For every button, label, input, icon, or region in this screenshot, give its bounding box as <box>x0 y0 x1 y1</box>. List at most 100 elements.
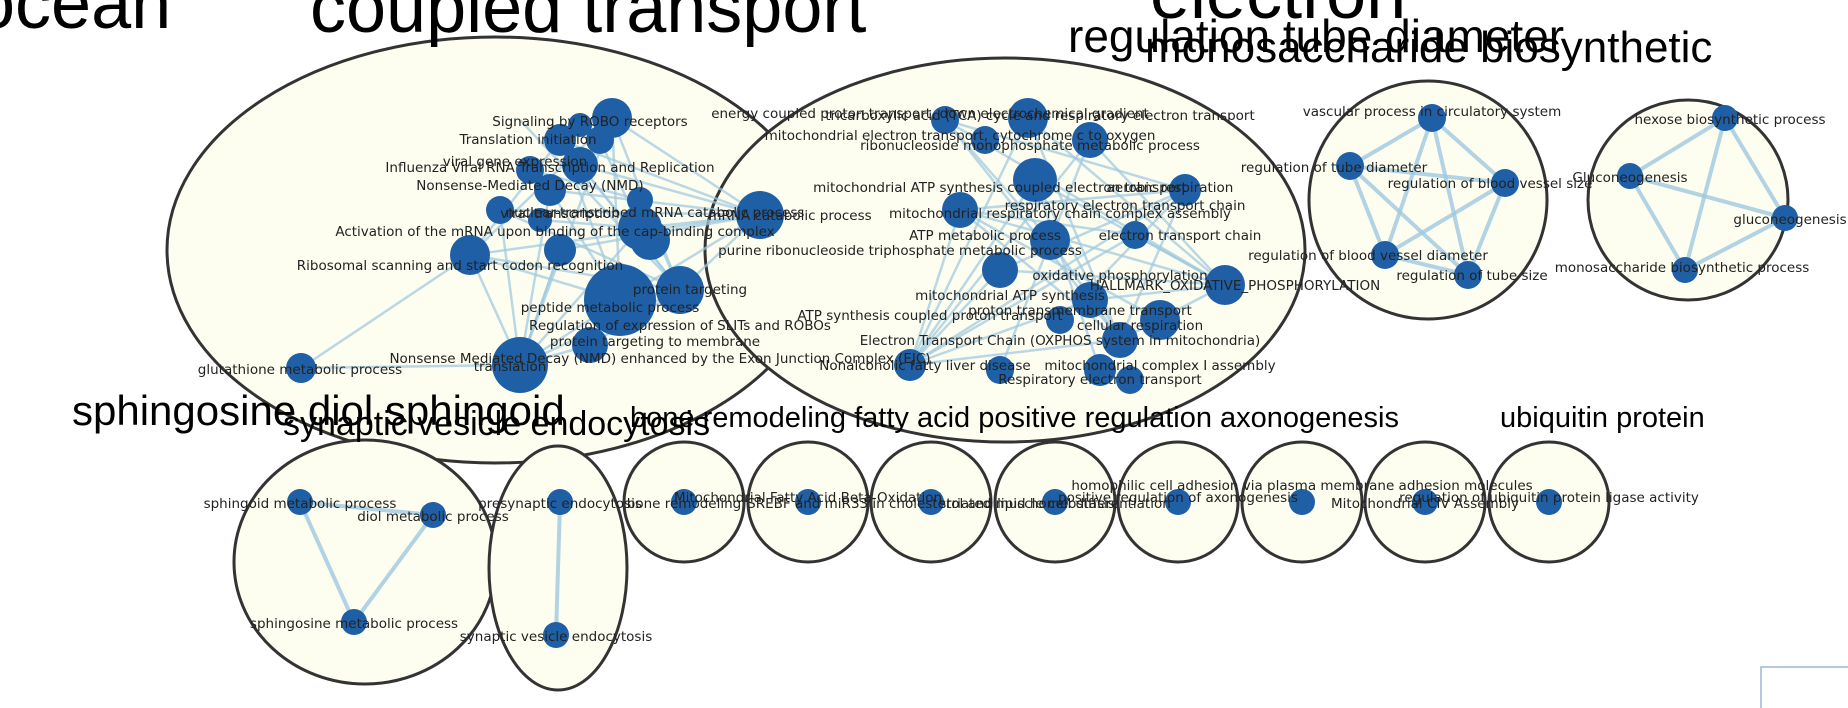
node-label: energy coupled proton transport, down el… <box>711 106 1149 122</box>
network-node[interactable] <box>1046 306 1074 334</box>
network-node[interactable] <box>671 489 697 515</box>
network-node[interactable] <box>1617 163 1643 189</box>
nodes-translation <box>286 98 784 393</box>
nodes-electron-transport <box>894 98 1245 394</box>
network-node[interactable] <box>544 234 576 266</box>
network-node[interactable] <box>1102 322 1138 358</box>
node-label: Gluconeogenesis <box>1572 170 1687 186</box>
network-node[interactable] <box>1289 489 1315 515</box>
labels-small-clusters: vascular process in circulatory system r… <box>204 104 1847 645</box>
network-node[interactable] <box>1072 282 1108 318</box>
network-node[interactable] <box>562 147 598 183</box>
network-node[interactable] <box>942 192 978 228</box>
cluster-electron-transport[interactable] <box>703 56 1307 444</box>
node-label: purine ribonucleoside triphosphate metab… <box>718 243 1082 259</box>
node-label: aerobic respiration <box>1107 180 1234 196</box>
network-node[interactable] <box>627 187 653 213</box>
network-node[interactable] <box>547 489 573 515</box>
network-node[interactable] <box>534 174 566 206</box>
cluster-title: bone remodeling fatty acid positive regu… <box>630 402 1399 434</box>
labels-electron-transport: energy coupled proton transport, down el… <box>711 106 1380 388</box>
network-node[interactable] <box>450 235 490 275</box>
node-label: viral transcription <box>500 206 619 222</box>
node-label: ATP metabolic process <box>909 228 1061 244</box>
node-label: Ribosomal scanning and start codon recog… <box>297 258 624 274</box>
network-node[interactable] <box>1412 489 1438 515</box>
network-node[interactable] <box>1205 265 1245 305</box>
network-node[interactable] <box>1030 220 1070 260</box>
node-label: homophilic cell adhesion via plasma memb… <box>1071 478 1532 494</box>
network-node[interactable] <box>1042 489 1068 515</box>
network-node[interactable] <box>1336 152 1364 180</box>
network-node[interactable] <box>1072 122 1108 158</box>
network-node[interactable] <box>918 489 944 515</box>
node-label: Signaling by ROBO receptors <box>492 114 687 130</box>
node-label: proton transmembrane transport <box>968 303 1192 319</box>
network-node[interactable] <box>420 502 446 528</box>
cluster-monosaccharide[interactable] <box>1586 98 1790 302</box>
node-label: cellular respiration <box>1077 318 1203 334</box>
network-node[interactable] <box>528 208 552 232</box>
cluster-titles: ocean coupled transport electron regulat… <box>0 0 1712 443</box>
network-node[interactable] <box>1712 105 1738 131</box>
network-node[interactable] <box>736 191 784 239</box>
network-node[interactable] <box>795 489 821 515</box>
network-node[interactable] <box>572 327 608 363</box>
node-label: mitochondrial ATP synthesis <box>915 288 1105 304</box>
nodes-small-clusters <box>287 104 1798 648</box>
network-node[interactable] <box>286 353 316 383</box>
network-node[interactable] <box>341 609 367 635</box>
network-node[interactable] <box>1491 169 1519 197</box>
cluster-title: electron <box>1150 0 1406 34</box>
network-node[interactable] <box>630 220 670 260</box>
node-label: diol metabolic process <box>357 509 509 525</box>
network-node[interactable] <box>656 266 704 314</box>
network-node[interactable] <box>287 489 313 515</box>
node-label: Respiratory electron transport <box>998 372 1201 388</box>
network-node[interactable] <box>1454 261 1482 289</box>
network-node[interactable] <box>543 622 569 648</box>
network-node[interactable] <box>986 356 1014 384</box>
node-label: bone remodeling <box>627 496 741 512</box>
node-label: tricarboxylic acid (TCA) cycle and respi… <box>825 108 1255 124</box>
cluster-title: synaptic vesicle endocytosis <box>283 405 710 443</box>
network-node[interactable] <box>1013 158 1057 202</box>
network-node[interactable] <box>486 196 514 224</box>
node-label: electron transport chain <box>1099 228 1262 244</box>
node-label: nuclear-transcribed mRNA catabolic proce… <box>506 205 805 221</box>
network-node[interactable] <box>1140 300 1180 340</box>
network-node[interactable] <box>971 126 999 154</box>
network-node[interactable] <box>584 264 656 336</box>
node-label: sphingoid metabolic process <box>204 496 397 512</box>
network-node[interactable] <box>931 106 959 134</box>
cluster-title: ubiquitin protein <box>1500 402 1705 434</box>
network-node[interactable] <box>982 252 1018 288</box>
network-node[interactable] <box>894 349 926 381</box>
node-label: Mitochondrial Fatty Acid Beta-Oxidation <box>674 490 942 506</box>
network-node[interactable] <box>1084 354 1116 386</box>
node-label: SREBF and miR33 in cholesterol and lipid… <box>747 496 1115 512</box>
minimap-panel[interactable] <box>1760 666 1848 708</box>
network-node[interactable] <box>544 124 576 156</box>
cluster-tube-diameter[interactable] <box>1307 79 1549 321</box>
node-label: regulation of tube diameter <box>1241 160 1428 176</box>
network-node[interactable] <box>1672 257 1698 283</box>
cluster-sphingoid[interactable] <box>232 438 498 686</box>
network-node[interactable] <box>568 113 592 137</box>
network-node[interactable] <box>492 337 548 393</box>
network-node[interactable] <box>1165 489 1191 515</box>
network-node[interactable] <box>516 156 544 184</box>
network-node[interactable] <box>1121 221 1149 249</box>
node-label: Influenza Viral RNA Transcription and Re… <box>385 160 714 176</box>
network-node[interactable] <box>1418 104 1446 132</box>
network-node[interactable] <box>1772 205 1798 231</box>
network-node[interactable] <box>1536 489 1562 515</box>
node-label: Nonsense-Mediated Decay (NMD) <box>416 178 643 194</box>
network-node[interactable] <box>1008 98 1048 138</box>
node-label: HALLMARK_OXIDATIVE_PHOSPHORYLATION <box>1090 278 1381 294</box>
network-node[interactable] <box>1116 366 1144 394</box>
network-node[interactable] <box>586 126 614 154</box>
network-node[interactable] <box>1169 174 1201 206</box>
network-node[interactable] <box>1371 241 1399 269</box>
